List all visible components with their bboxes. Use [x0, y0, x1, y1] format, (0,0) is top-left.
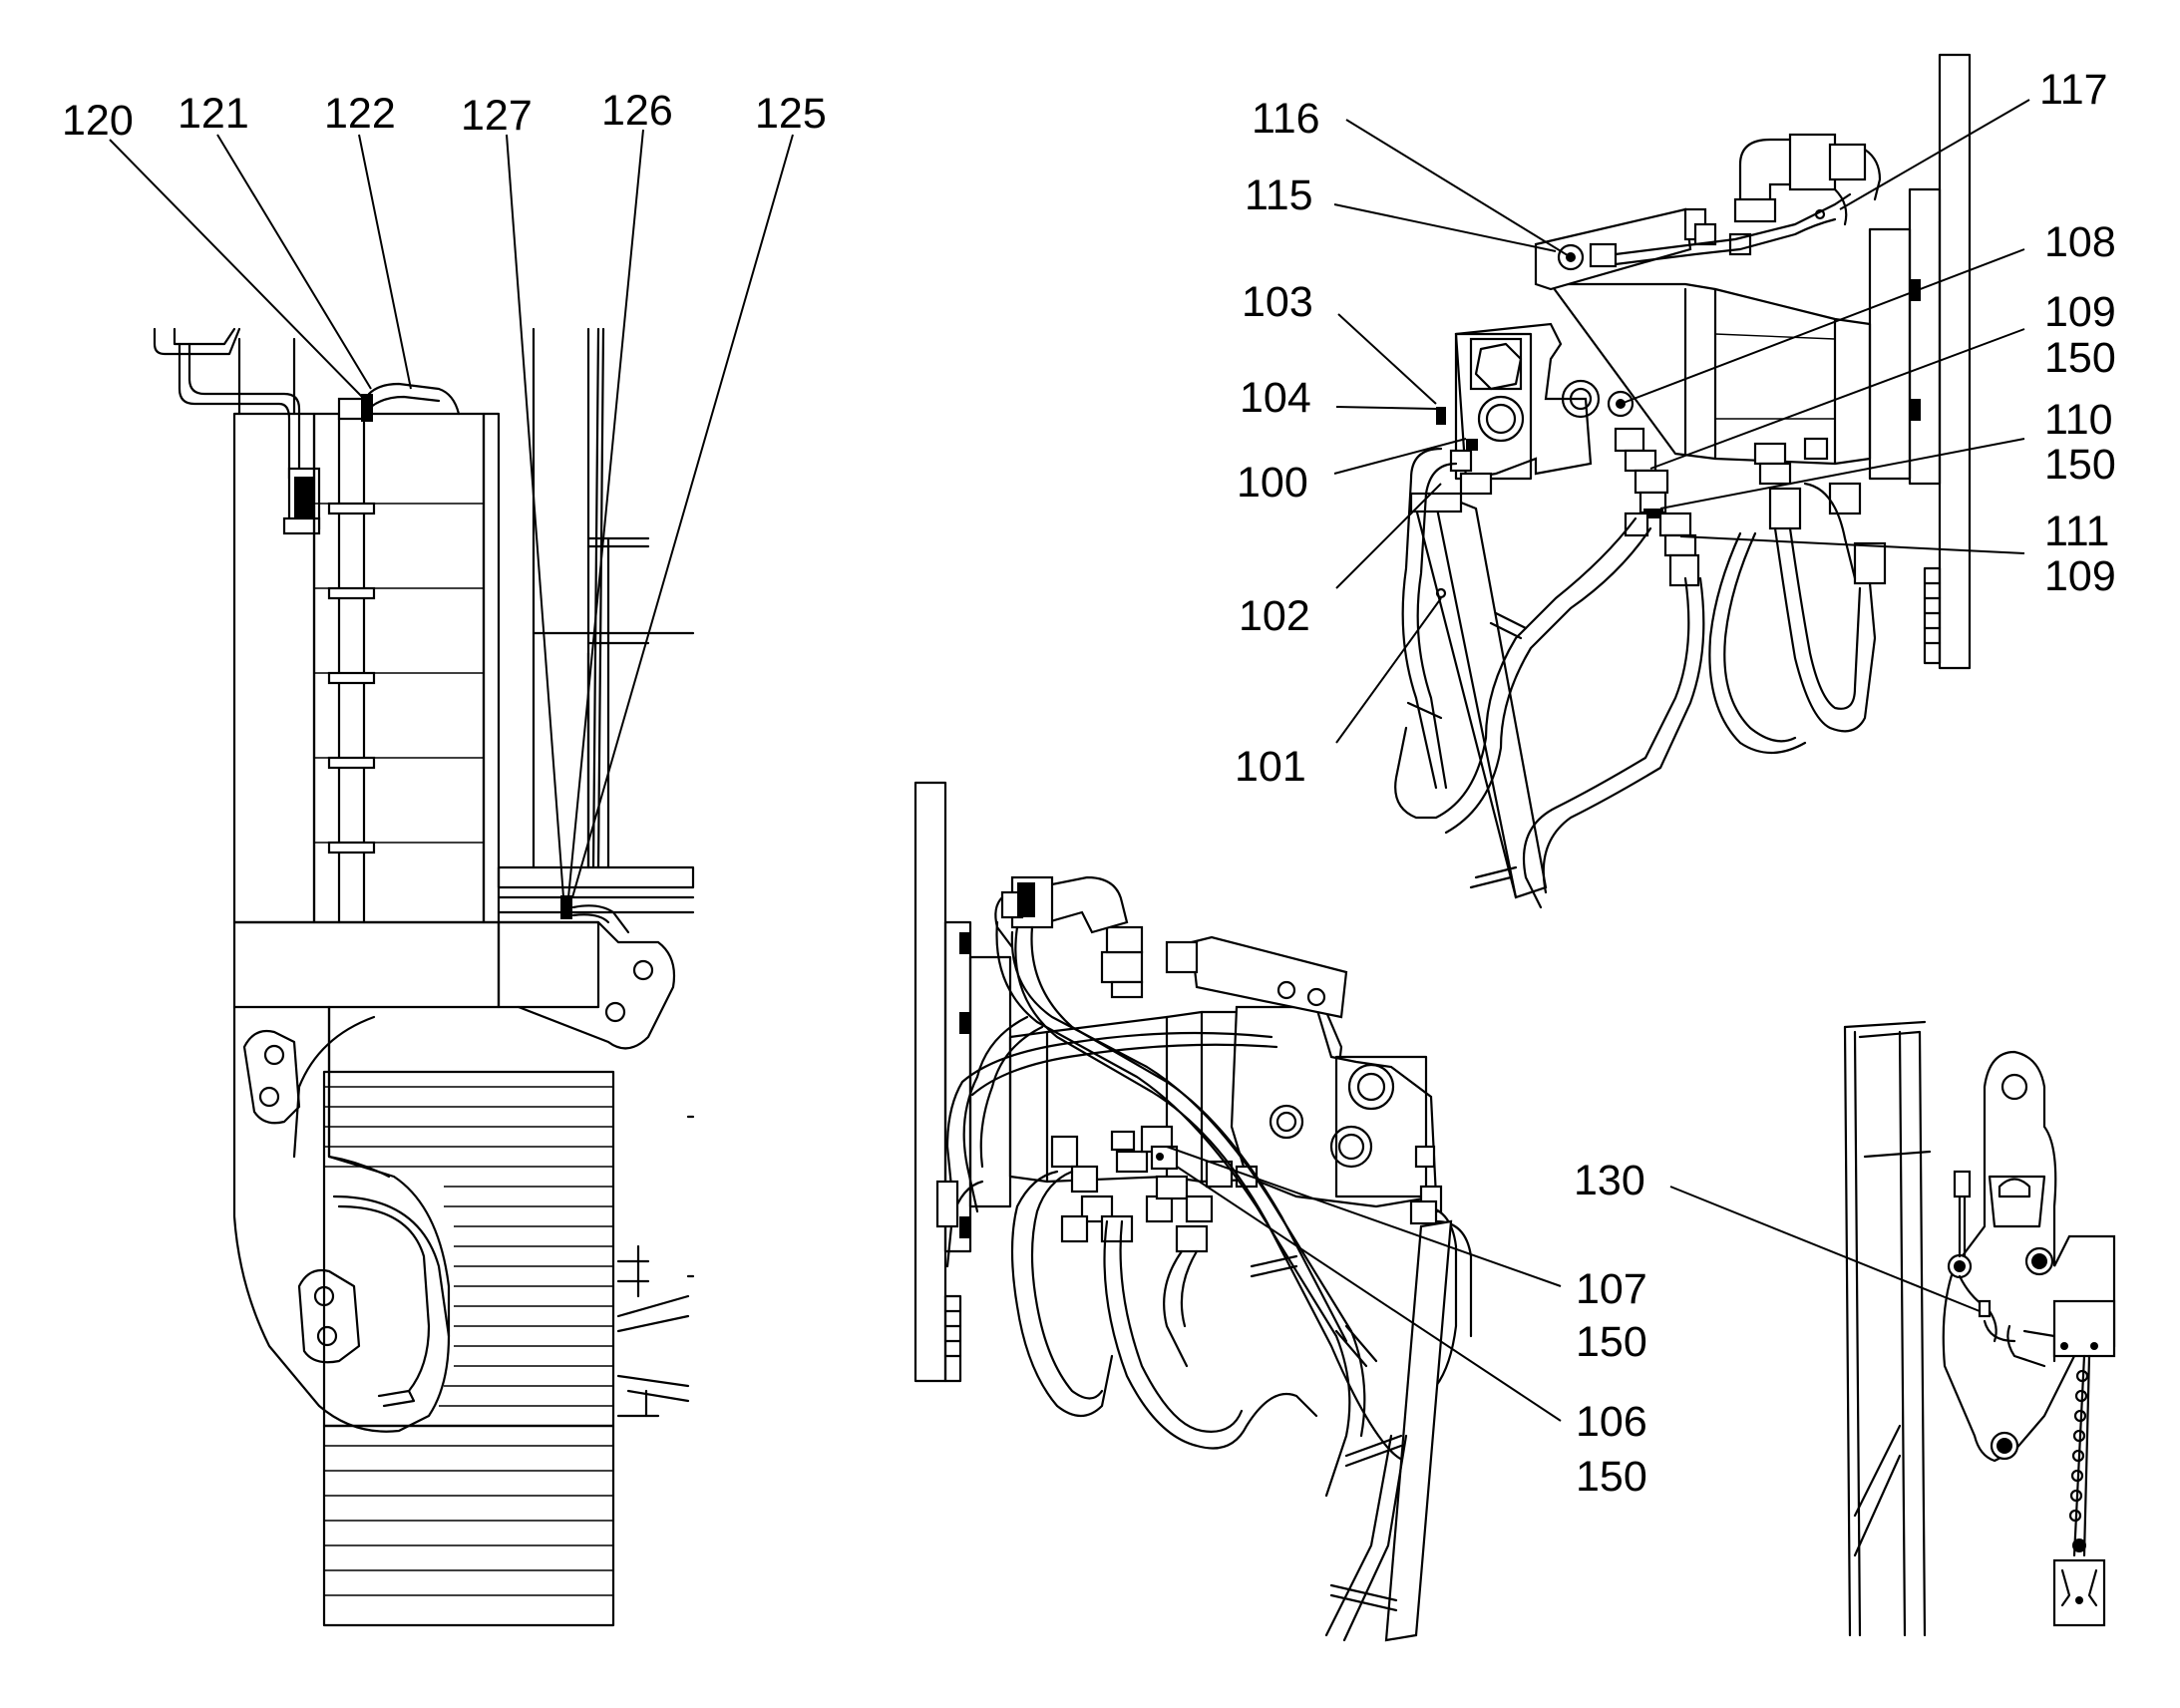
label-101: 101: [1235, 743, 1306, 791]
label-106: 106: [1576, 1398, 1647, 1446]
label-115: 115: [1245, 171, 1313, 219]
label-125: 125: [755, 90, 827, 138]
leader-121: [216, 134, 372, 390]
leader-126: [567, 129, 644, 898]
leader-122: [358, 134, 412, 390]
leader-130: [1669, 1186, 1981, 1312]
leader-117: [1839, 99, 2030, 210]
lower-center-view-motor-hoses: [913, 781, 1473, 1642]
label-107: 107: [1576, 1265, 1647, 1313]
leader-103: [1337, 313, 1437, 405]
label-108: 108: [2044, 218, 2116, 266]
label-127: 127: [461, 92, 533, 140]
upper-right-view-motor-hoses: [1394, 53, 1972, 909]
leader-lines: [109, 99, 2030, 1422]
label-120: 120: [62, 97, 134, 145]
leader-107: [1166, 1146, 1562, 1287]
label-150-second: 150: [2044, 441, 2116, 489]
leader-127: [506, 134, 564, 898]
label-126: 126: [601, 87, 673, 135]
label-150-third: 150: [1576, 1318, 1647, 1366]
leader-116: [1345, 119, 1572, 258]
leader-150a: [1649, 328, 2025, 470]
leader-104: [1335, 406, 1437, 410]
label-130: 130: [1574, 1157, 1645, 1204]
leader-109b: [1679, 535, 2025, 554]
callout-labels: 120 121 122 127 126 125 116 115 117 103 …: [62, 66, 2116, 1501]
leader-125: [571, 134, 794, 898]
label-121: 121: [178, 90, 249, 138]
label-111: 111: [2044, 508, 2109, 555]
leader-106: [1176, 1166, 1562, 1422]
label-122: 122: [324, 90, 396, 138]
leader-120: [109, 139, 365, 400]
left-view-mast-assembly: [153, 327, 695, 1627]
label-150-fourth: 150: [1576, 1453, 1647, 1501]
leader-108: [1620, 248, 2025, 405]
label-109-top: 109: [2044, 288, 2116, 336]
leader-115: [1333, 203, 1557, 252]
label-104: 104: [1240, 374, 1311, 422]
label-110: 110: [2044, 396, 2113, 444]
leader-150b: [1659, 438, 2025, 510]
label-102: 102: [1239, 592, 1310, 640]
leader-101: [1335, 597, 1442, 744]
label-103: 103: [1242, 278, 1313, 326]
label-100: 100: [1237, 459, 1308, 507]
lower-right-view-hook-chain: [1843, 1020, 2116, 1637]
label-116: 116: [1252, 95, 1320, 143]
label-150-top: 150: [2044, 334, 2116, 382]
label-109-bottom: 109: [2044, 552, 2116, 600]
leader-102: [1335, 483, 1442, 589]
label-117: 117: [2039, 66, 2108, 114]
leader-100: [1333, 438, 1467, 475]
